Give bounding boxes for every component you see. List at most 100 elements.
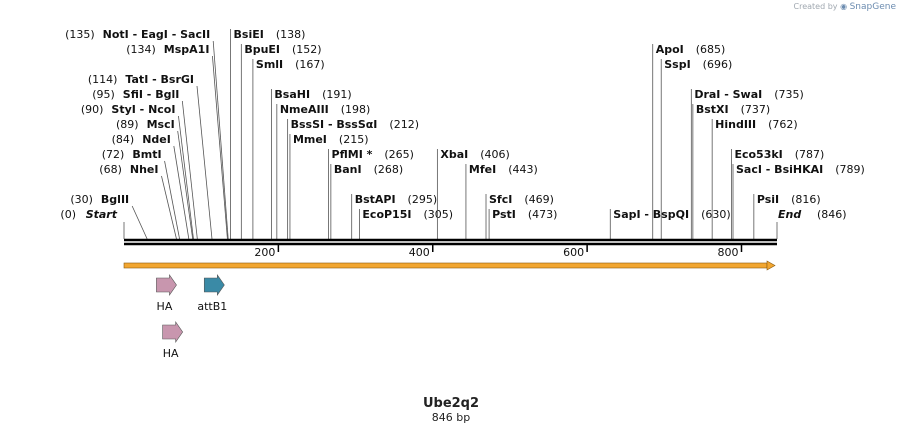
enzyme-name: StyI - NcoI: [111, 103, 175, 116]
enzyme-name: MspA1I: [164, 43, 210, 56]
orf-arrowhead: [766, 260, 776, 271]
enzyme-position: (198): [341, 103, 371, 116]
enzyme-position: (84): [112, 133, 135, 146]
enzyme-name: BsaHI: [274, 88, 310, 101]
enzyme-leader-line: [181, 100, 198, 240]
enzyme-site-sfci: SfcI(469): [485, 193, 554, 239]
enzyme-name: BpuEI: [244, 43, 280, 56]
enzyme-position: (95): [92, 88, 115, 101]
feature-arrow: [203, 274, 225, 296]
enzyme-leader-line: [131, 205, 148, 240]
enzyme-site-bmti: BmtI (72): [102, 148, 180, 240]
enzyme-site-xbai: XbaI(406): [436, 148, 510, 239]
enzyme-position: (212): [389, 118, 419, 131]
enzyme-name: BanI: [334, 163, 362, 176]
enzyme-position: (443): [508, 163, 538, 176]
ruler-tick-label: 800: [717, 246, 738, 259]
enzyme-site-pflmi: PflMI *(265): [328, 148, 414, 239]
sequence-title-block: Ube2q2 846 bp: [0, 396, 902, 424]
watermark-brand: SnapGene: [849, 2, 896, 12]
orf-layer: [123, 260, 776, 271]
enzyme-name: SapI - BspQI: [613, 208, 689, 221]
enzyme-position: (630): [701, 208, 731, 221]
enzyme-site-sfii-bgli: SfiI - BglI(95): [92, 88, 198, 240]
enzyme-site-styi-ncoi: StyI - NcoI(90): [81, 103, 194, 240]
enzyme-position: (305): [423, 208, 453, 221]
enzyme-name: SspI: [664, 58, 690, 71]
enzyme-site-bsahi: BsaHI(191): [271, 88, 352, 239]
enzyme-site-saci-bsihkai: SacI - BsiHKAI (789): [732, 163, 865, 239]
enzyme-leader-line: [196, 85, 213, 240]
enzyme-position: (469): [524, 193, 554, 206]
enzyme-name: BssSI - BssSαI: [291, 118, 378, 131]
enzyme-name: TatI - BsrGI: [125, 73, 194, 86]
feature-attb1: attB1: [197, 274, 227, 313]
enzyme-name: BstXI: [696, 103, 729, 116]
feature-ha: HA: [156, 274, 177, 313]
start-label: Start: [86, 208, 118, 221]
enzyme-name: PstI: [492, 208, 516, 221]
enzyme-position: (295): [408, 193, 438, 206]
enzyme-leader-line: [178, 115, 194, 240]
enzyme-position: (268): [374, 163, 404, 176]
enzyme-leader-line: [173, 145, 190, 240]
enzyme-site-psti: PstI (473): [488, 208, 558, 239]
enzyme-leader-line: [164, 160, 180, 240]
enzyme-site-sspi: SspI (696): [660, 58, 733, 239]
enzyme-name: NheI: [130, 163, 159, 176]
enzyme-name: SacI - BsiHKAI: [736, 163, 823, 176]
enzyme-name: BmtI: [132, 148, 161, 161]
enzyme-name: HindIII: [715, 118, 756, 131]
enzyme-site-nhei: NheI (68): [99, 163, 177, 240]
enzyme-site-bstxi: BstXI (737): [692, 103, 771, 239]
enzyme-site-mfei: MfeI (443): [465, 163, 538, 239]
enzyme-name: BstAPI: [355, 193, 396, 206]
enzyme-name: XbaI: [440, 148, 468, 161]
end-position: (846): [817, 208, 847, 221]
sequence-length: 846 bp: [431, 411, 471, 424]
enzyme-name: MfeI: [469, 163, 496, 176]
ruler-tick-label: 600: [563, 246, 584, 259]
enzyme-position: (789): [835, 163, 865, 176]
enzyme-position: (735): [774, 88, 804, 101]
enzyme-position: (135): [65, 28, 95, 41]
enzyme-site-nmeaiii: NmeAIII(198): [276, 103, 371, 239]
enzyme-position: (30): [70, 193, 93, 206]
enzyme-site-msci: MscI(89): [116, 118, 194, 240]
enzyme-site-hindiii: HindIII(762): [711, 118, 798, 239]
enzyme-leader-line: [177, 130, 194, 240]
enzyme-site-drai-swai: DraI - SwaI(735): [690, 88, 804, 239]
enzyme-site-bglii: BglII(30): [70, 193, 148, 240]
enzyme-position: (68): [99, 163, 122, 176]
enzyme-position: (696): [703, 58, 733, 71]
enzyme-position: (737): [741, 103, 771, 116]
snapgene-logo-icon: ◉: [840, 2, 848, 11]
feature-label: attB1: [197, 300, 227, 313]
enzyme-site-bsssi-bsss-i: BssSI - BssSαI (212): [287, 118, 419, 239]
start-position: (0): [60, 208, 76, 221]
watermark-prefix: Created by: [793, 2, 838, 11]
enzyme-leader-line: [161, 175, 177, 240]
enzyme-position: (72): [102, 148, 125, 161]
enzyme-site-bpuei: BpuEI (152): [240, 43, 322, 239]
enzyme-name: ApoI: [656, 43, 684, 56]
sequence-name: Ube2q2: [422, 396, 480, 411]
feature-label: HA: [157, 300, 173, 313]
sequence-ruler: [124, 238, 777, 246]
enzyme-position: (473): [528, 208, 558, 221]
enzyme-leader-line: [212, 55, 228, 240]
enzyme-position: (152): [292, 43, 322, 56]
enzyme-position: (89): [116, 118, 139, 131]
enzyme-name: NdeI: [142, 133, 171, 146]
enzyme-site-bstapi: BstAPI (295): [351, 193, 438, 239]
enzyme-position: (685): [696, 43, 726, 56]
enzyme-position: (134): [126, 43, 156, 56]
enzyme-position: (265): [384, 148, 414, 161]
enzyme-site-bani: BanI (268): [330, 163, 404, 239]
enzyme-position: (215): [339, 133, 369, 146]
enzyme-position: (816): [791, 193, 821, 206]
enzyme-site-mspa1i: MspA1I (134): [126, 43, 228, 240]
